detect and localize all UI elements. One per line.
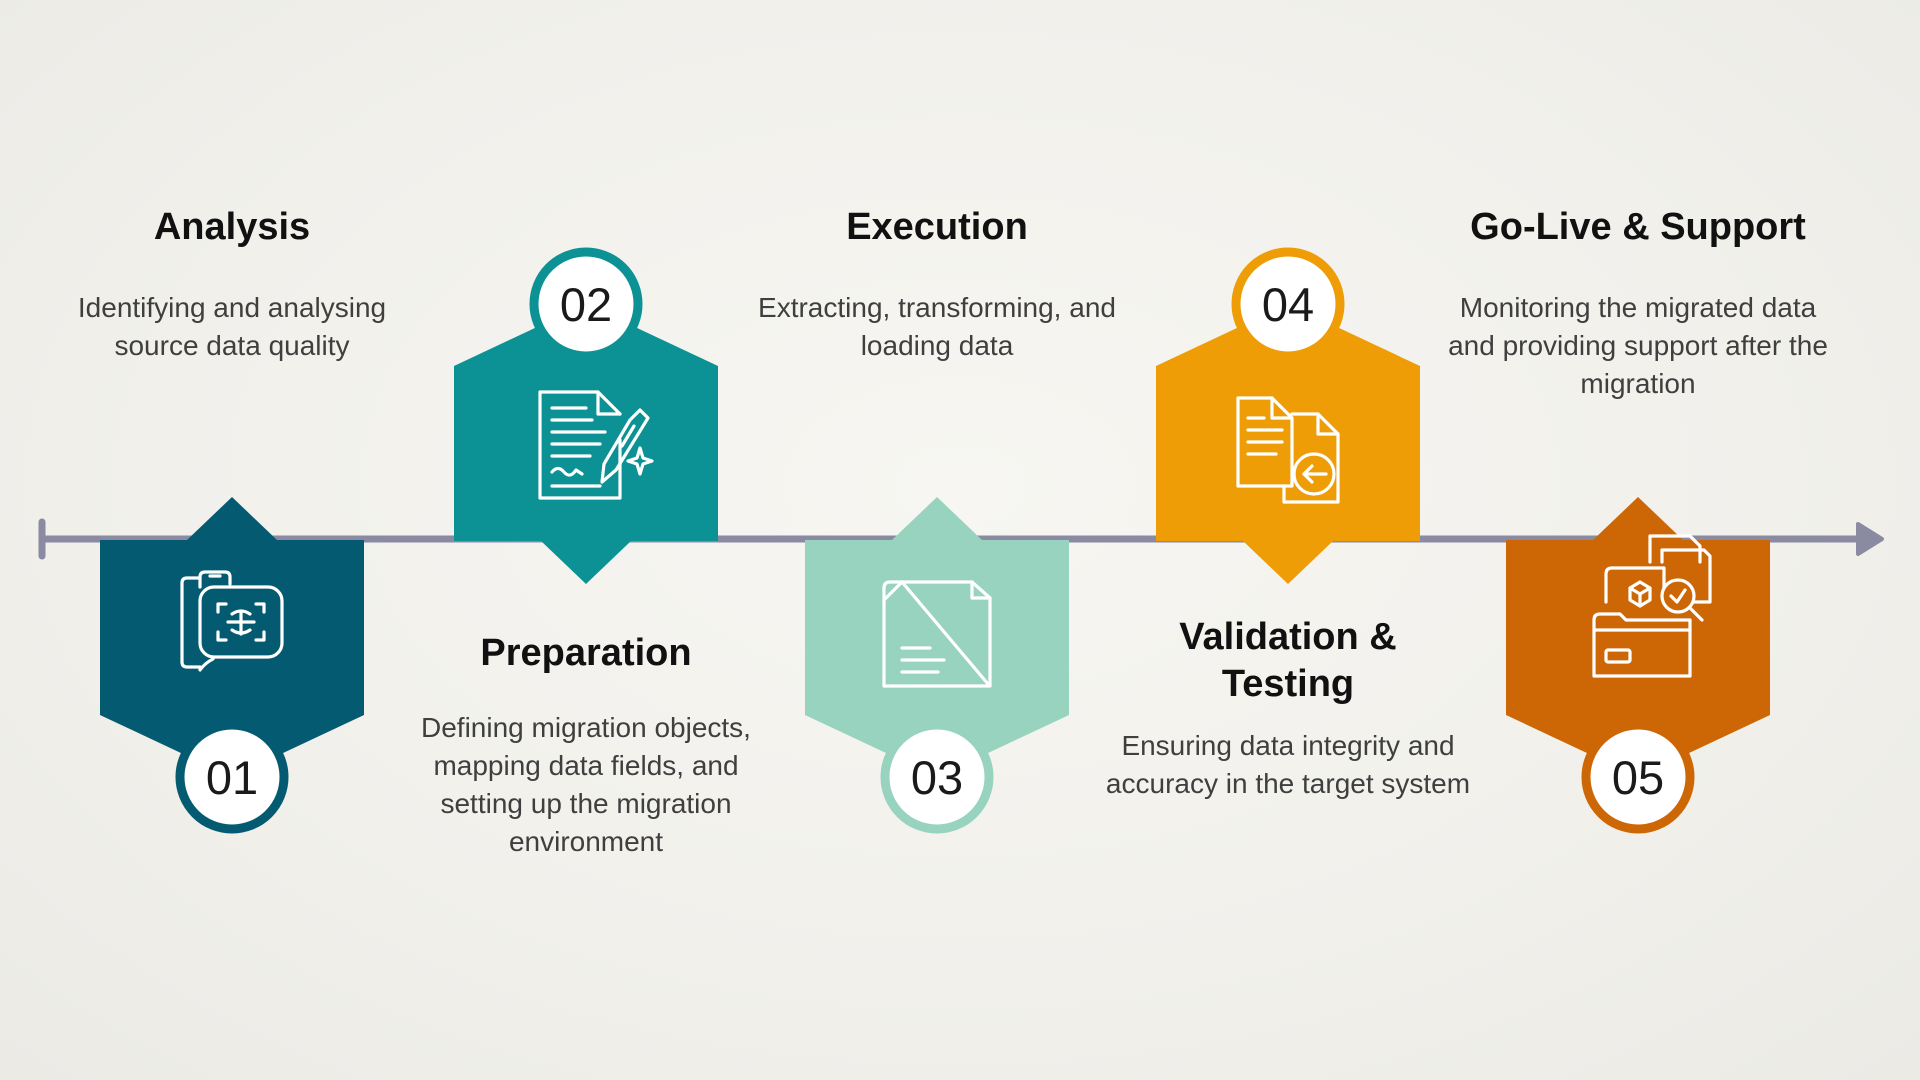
step-04-badge: 04	[1156, 247, 1420, 584]
step-03-hexagon	[805, 497, 1069, 777]
step-03-description: Extracting, transforming, and loading da…	[758, 292, 1116, 361]
step-05-hexagon	[1506, 497, 1770, 777]
step-05-title: Go-Live & Support	[1470, 206, 1806, 248]
step-01-description: Identifying and analysing source data qu…	[77, 292, 387, 361]
step-05-number-circle	[1581, 720, 1695, 834]
step-05-number: 05	[1612, 751, 1664, 804]
step-04-number-circle	[1231, 247, 1345, 361]
step-01-badge: 01	[100, 497, 364, 834]
step-02-badge: 02	[454, 247, 718, 584]
step-04-description: Ensuring data integrity and accuracy in …	[1105, 730, 1471, 799]
scan-phone-icon	[180, 570, 284, 672]
timeline-arrow-head	[1856, 522, 1884, 556]
step-05-description: Monitoring the migrated data and providi…	[1448, 292, 1828, 399]
step-03-badge: 03	[805, 497, 1069, 834]
step-04-number: 04	[1262, 278, 1314, 331]
folder-search-icon	[1592, 534, 1712, 678]
step-02-number: 02	[560, 278, 612, 331]
step-02-title: Preparation	[480, 632, 692, 674]
step-03-title: Execution	[846, 206, 1028, 248]
step-01-hexagon	[100, 497, 364, 777]
documents-icon	[882, 580, 992, 688]
step-02-description: Defining migration objects, mapping data…	[421, 712, 751, 857]
document-transfer-icon	[1236, 396, 1340, 504]
step-01-number-circle	[175, 720, 289, 834]
step-04-title: Validation & Testing	[1179, 616, 1397, 705]
step-01-number: 01	[206, 751, 258, 804]
step-01-title: Analysis	[153, 206, 311, 248]
step-03-number: 03	[911, 751, 963, 804]
step-05-badge: 05	[1506, 497, 1770, 834]
step-04-hexagon	[1156, 304, 1420, 584]
step-03-number-circle	[880, 720, 994, 834]
step-02-number-circle	[529, 247, 643, 361]
contract-sign-icon	[538, 390, 654, 500]
